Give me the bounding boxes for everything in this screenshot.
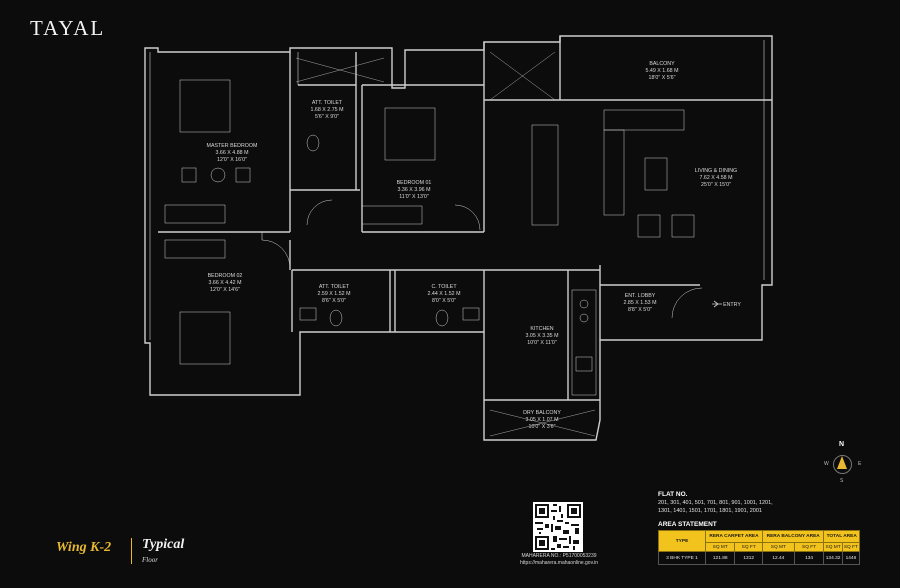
label-ent-lobby: ENT. LOBBY 2.85 X 1.53 M 8'8" X 5'0"	[624, 293, 657, 313]
compass-south: S	[840, 478, 844, 484]
header-carpet: RERA CARPET AREA	[705, 530, 763, 543]
svg-text:3.66 X 4.88 M: 3.66 X 4.88 M	[216, 150, 249, 156]
maharera-info: MAHARERA NO.: P51700053239 https://mahar…	[500, 553, 618, 567]
label-balcony: BALCONY 5.49 X 1.68 M 18'0" X 5'6"	[646, 61, 679, 81]
compass-ring	[833, 455, 852, 474]
svg-text:C. TOILET: C. TOILET	[431, 284, 457, 290]
compass-west: W	[824, 461, 829, 467]
floor-type-title: Typical	[142, 537, 185, 552]
svg-text:12'0" X 16'0": 12'0" X 16'0"	[217, 157, 247, 163]
label-bedroom-02: BEDROOM 02 3.66 X 4.42 M 12'0" X 14'6"	[208, 273, 243, 293]
svg-text:ATT. TOILET: ATT. TOILET	[319, 284, 350, 290]
cell-total-ft: 1446	[841, 551, 861, 565]
area-statement-heading: AREA STATEMENT	[658, 521, 717, 528]
header-balcony: RERA BALCONY AREA	[761, 530, 825, 543]
svg-text:1.68 X 2.75 M: 1.68 X 2.75 M	[311, 107, 344, 113]
svg-text:5'6" X 9'0": 5'6" X 9'0"	[315, 114, 339, 120]
label-c-toilet: C. TOILET 2.44 X 1.52 M 8'0" X 5'0"	[428, 284, 461, 304]
svg-text:11'0" X 13'0": 11'0" X 13'0"	[399, 194, 429, 200]
north-arrow-icon	[837, 456, 847, 469]
flat-numbers-line-2: 1301, 1401, 1501, 1701, 1801, 1901, 2001	[658, 508, 762, 514]
qr-code	[533, 502, 583, 552]
svg-text:LIVING & DINING: LIVING & DINING	[695, 168, 737, 174]
flat-heading: FLAT NO.	[658, 491, 688, 498]
label-dry-balcony: DRY BALCONY 3.05 X 1.07 M 10'0" X 3'6"	[523, 410, 561, 430]
cell-carpet-mt: 121.88	[704, 551, 736, 565]
svg-text:3.36 X 3.96 M: 3.36 X 3.96 M	[398, 187, 431, 193]
svg-text:ATT. TOILET: ATT. TOILET	[312, 100, 343, 106]
svg-text:8'6" X 5'0": 8'6" X 5'0"	[322, 298, 346, 304]
area-statement-table: TYPE RERA CARPET AREA RERA BALCONY AREA …	[658, 530, 861, 565]
svg-text:ENT. LOBBY: ENT. LOBBY	[625, 293, 656, 299]
unit-balcony-ft: SQ FT	[793, 542, 825, 552]
svg-text:10'0" X 3'6": 10'0" X 3'6"	[529, 424, 556, 430]
svg-text:DRY BALCONY: DRY BALCONY	[523, 410, 561, 416]
svg-text:2.44 X 1.52 M: 2.44 X 1.52 M	[428, 291, 461, 297]
floor-type-subtitle: Floor	[142, 556, 158, 564]
compass-north: N	[839, 441, 845, 448]
svg-text:25'0" X 15'0": 25'0" X 15'0"	[701, 182, 731, 188]
svg-text:8'8" X 5'0": 8'8" X 5'0"	[628, 307, 652, 313]
svg-text:10'0" X 11'0": 10'0" X 11'0"	[527, 340, 557, 346]
svg-text:BALCONY: BALCONY	[649, 61, 675, 67]
label-kitchen: KITCHEN 3.05 X 3.35 M 10'0" X 11'0"	[526, 326, 559, 346]
svg-text:BEDROOM 02: BEDROOM 02	[208, 273, 243, 279]
svg-text:3.05 X 1.07 M: 3.05 X 1.07 M	[526, 417, 559, 423]
cell-total-mt: 134.32	[823, 551, 843, 565]
label-entry: ENTRY	[723, 302, 741, 308]
label-att-toilet-1: ATT. TOILET 1.68 X 2.75 M 5'6" X 9'0"	[311, 100, 344, 120]
wing-name: Wing K-2	[56, 540, 112, 555]
label-att-toilet-2: ATT. TOILET 2.59 X 1.52 M 8'6" X 5'0"	[318, 284, 351, 304]
svg-text:KITCHEN: KITCHEN	[530, 326, 553, 332]
compass-icon: N W E S	[824, 441, 862, 485]
cell-carpet-ft: 1312	[734, 551, 763, 565]
header-type: TYPE	[658, 530, 706, 552]
maharera-number: MAHARERA NO.: P51700053239	[521, 553, 597, 559]
label-bedroom-01: BEDROOM 01 3.36 X 3.96 M 11'0" X 13'0"	[397, 180, 432, 200]
svg-text:8'0" X 5'0": 8'0" X 5'0"	[432, 298, 456, 304]
brand-logo: TAYAL	[30, 16, 106, 40]
cell-balcony-ft: 134	[793, 551, 825, 565]
cell-type: 3 BHK TYPE 1	[658, 551, 706, 565]
svg-text:3.66 X 4.42 M: 3.66 X 4.42 M	[209, 280, 242, 286]
flat-numbers: FLAT NO. 201, 301, 401, 501, 701, 801, 9…	[658, 491, 870, 515]
flat-numbers-line-1: 201, 301, 401, 501, 701, 801, 901, 1001,…	[658, 500, 773, 506]
outer-wall	[144, 35, 773, 441]
svg-text:18'0" X 5'6": 18'0" X 5'6"	[649, 75, 676, 81]
unit-total-ft: SQ FT	[841, 542, 861, 552]
unit-carpet-mt: SQ MT	[704, 542, 736, 552]
svg-text:12'0" X 14'6": 12'0" X 14'6"	[210, 287, 240, 293]
svg-text:MASTER BEDROOM: MASTER BEDROOM	[207, 143, 258, 149]
svg-text:5.49 X 1.68 M: 5.49 X 1.68 M	[646, 68, 679, 74]
label-master-bedroom: MASTER BEDROOM 3.66 X 4.88 M 12'0" X 16'…	[207, 143, 258, 163]
svg-text:7.62 X 4.58 M: 7.62 X 4.58 M	[700, 175, 733, 181]
unit-total-mt: SQ MT	[823, 542, 843, 552]
compass-east: E	[858, 461, 862, 467]
cell-balcony-mt: 12.44	[761, 551, 795, 565]
label-living-dining: LIVING & DINING 7.62 X 4.58 M 25'0" X 15…	[695, 168, 737, 188]
svg-text:2.59 X 1.52 M: 2.59 X 1.52 M	[318, 291, 351, 297]
unit-carpet-ft: SQ FT	[734, 542, 763, 552]
maharera-url: https://maharera.mahaonline.gov.in	[519, 560, 598, 566]
table-row: 3 BHK TYPE 1 121.88 1312 12.44 134 134.3…	[658, 551, 861, 565]
svg-text:BEDROOM 01: BEDROOM 01	[397, 180, 432, 186]
unit-balcony-mt: SQ MT	[761, 542, 795, 552]
svg-text:3.05 X 3.35 M: 3.05 X 3.35 M	[526, 333, 559, 339]
header-total: TOTAL AREA	[823, 530, 860, 543]
svg-text:2.85 X 1.53 M: 2.85 X 1.53 M	[624, 300, 657, 306]
wing-divider	[131, 538, 132, 564]
